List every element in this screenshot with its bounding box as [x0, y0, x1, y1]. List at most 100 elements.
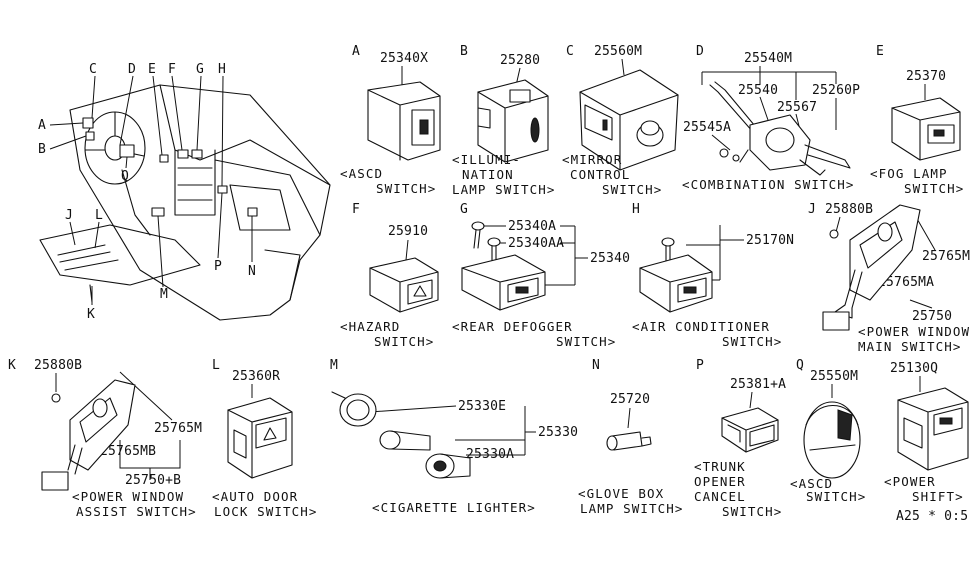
section-mirror-control-switch: C 25560M <MIRROR CONTROL SWITCH> — [562, 44, 679, 197]
part-number-assembly: 25540M — [744, 51, 792, 66]
section-letter: Q — [796, 358, 804, 373]
callout-g: G — [196, 62, 204, 77]
callout-q: Q — [121, 169, 129, 184]
mirror-switch-drawing — [579, 69, 679, 171]
part-number: 25340A — [508, 219, 556, 234]
section-letter: E — [876, 44, 884, 59]
caption-line-2: NATION — [462, 167, 514, 182]
callout-c: C — [89, 62, 97, 77]
section-power-window-main-switch: J 25880B 25765M 25765MA 25750 <POWER WIN… — [808, 202, 970, 354]
caption-line-1: <TRUNK — [694, 459, 746, 474]
caption-line-1: <COMBINATION SWITCH> — [682, 177, 855, 192]
caption-line-3: SWITCH> — [602, 182, 662, 197]
section-fog-lamp-switch: E 25370 <FOG LAMP SWITCH> — [870, 44, 964, 196]
illumination-switch-drawing — [477, 79, 549, 163]
section-cigarette-lighter: M 25330E 25330 25330A <CIGARETTE LIGHTER… — [330, 358, 578, 515]
part-number: 25880B — [34, 358, 82, 373]
caption-line-1: <ILLUMI- — [452, 152, 521, 167]
part-number: 25545A — [683, 120, 731, 135]
callout-p: P — [214, 259, 222, 274]
part-number: 25370 — [906, 69, 946, 84]
section-illumination-switch: B 25280 <ILLUMI- NATION LAMP SWITCH> — [452, 44, 556, 197]
part-number: 25340 — [590, 251, 630, 266]
part-number: 25750 — [912, 309, 952, 324]
caption-line-1: <ASCD — [790, 476, 833, 491]
section-rear-defogger-switch: G 25340A 25340AA 25340 <REAR DEFOGGER SW… — [452, 202, 630, 349]
section-letter: L — [212, 358, 220, 373]
part-number: 25765MA — [878, 275, 934, 290]
section-ascd-switch: A 25340X <ASCD SWITCH> — [340, 44, 441, 196]
caption-line-1: <ASCD — [340, 166, 383, 181]
section-power-shift: 25130Q <POWER SHIFT> — [884, 361, 969, 504]
part-number: 25170N — [746, 233, 794, 248]
section-letter: H — [632, 202, 640, 217]
section-letter: D — [696, 44, 704, 59]
section-air-conditioner-switch: H 25170N <AIR CONDITIONER SWITCH> — [632, 202, 794, 349]
section-trunk-opener-cancel-switch: P 25381+A <TRUNK OPENER CANCEL SWITCH> — [694, 358, 786, 519]
section-combination-switch: D 25540M 25540 25567 25260P 25545A <COMB… — [682, 44, 860, 192]
section-letter: B — [460, 44, 468, 59]
ascd-switch-drawing — [367, 81, 441, 161]
part-number: 25260P — [812, 83, 860, 98]
caption-line-1: <GLOVE BOX — [578, 486, 664, 501]
section-hazard-switch: F 25910 <HAZARD SWITCH> — [340, 202, 439, 349]
caption-line-2: LAMP SWITCH> — [580, 501, 684, 516]
trunk-opener-switch-drawing — [721, 407, 779, 453]
part-number: 25910 — [388, 224, 428, 239]
air-conditioner-switch-drawing — [639, 237, 713, 313]
section-letter: A — [352, 44, 360, 59]
caption-line-2: SWITCH> — [376, 181, 436, 196]
section-power-window-assist-switch: K 25880B 25765M 25765MB 25750+B <POWER W… — [8, 358, 202, 519]
caption-line-1: <MIRROR — [562, 152, 622, 167]
caption-line-1: <HAZARD — [340, 319, 400, 334]
dashboard-overview — [39, 84, 331, 321]
caption-line-2: SWITCH> — [806, 489, 866, 504]
caption-line-1: <POWER — [884, 474, 936, 489]
part-number: 25130Q — [890, 361, 938, 376]
part-number: 25765M — [922, 249, 970, 264]
callout-e: E — [148, 62, 156, 77]
diagram-code: A25 * 0:5 — [896, 509, 968, 524]
caption-line-1: <CIGARETTE LIGHTER> — [372, 500, 536, 515]
part-number: 25765M — [154, 421, 202, 436]
caption-line-2: SWITCH> — [904, 181, 964, 196]
part-number: 25360R — [232, 369, 280, 384]
section-letter: G — [460, 202, 468, 217]
power-window-assist-switch-drawing — [41, 379, 136, 491]
callout-b: B — [38, 142, 46, 157]
callout-d: D — [128, 62, 136, 77]
ascd-round-switch-drawing — [803, 401, 861, 479]
cigarette-lighter-drawing — [331, 391, 471, 479]
part-number: 25880B — [825, 202, 873, 217]
caption-line-2: LOCK SWITCH> — [214, 504, 318, 519]
part-number: 25560M — [594, 44, 642, 59]
caption-line-1: <REAR DEFOGGER — [452, 319, 573, 334]
section-ascd-switch-round: Q 25550M <ASCD SWITCH> — [790, 358, 866, 504]
callout-h: H — [218, 62, 226, 77]
part-number: 25330 — [538, 425, 578, 440]
part-number: 25340AA — [508, 236, 564, 251]
part-number: 25280 — [500, 53, 540, 68]
caption-line-3: CANCEL — [694, 489, 746, 504]
section-letter: K — [8, 358, 16, 373]
section-glove-box-lamp-switch: N 25720 <GLOVE BOX LAMP SWITCH> — [578, 358, 684, 516]
callout-m: M — [160, 287, 168, 302]
part-number: 25540 — [738, 83, 778, 98]
caption-line-3: LAMP SWITCH> — [452, 182, 556, 197]
section-letter: F — [352, 202, 360, 217]
section-auto-door-lock-switch: L 25360R <AUTO DOOR LOCK SWITCH> — [212, 358, 318, 519]
caption-line-1: <FOG LAMP — [870, 166, 948, 181]
callout-l: L — [95, 208, 103, 223]
callout-k: K — [87, 307, 95, 322]
section-letter: N — [592, 358, 600, 373]
power-window-main-switch-drawing — [822, 204, 921, 331]
part-number: 25550M — [810, 369, 858, 384]
section-letter: J — [808, 202, 816, 217]
caption-line-2: CONTROL — [570, 167, 630, 182]
caption-line-2: SWITCH> — [556, 334, 616, 349]
caption-line-1: <POWER WINDOW — [72, 489, 184, 504]
caption-line-2: SHIFT> — [912, 489, 964, 504]
part-number: 25340X — [380, 51, 428, 66]
section-letter: P — [696, 358, 704, 373]
